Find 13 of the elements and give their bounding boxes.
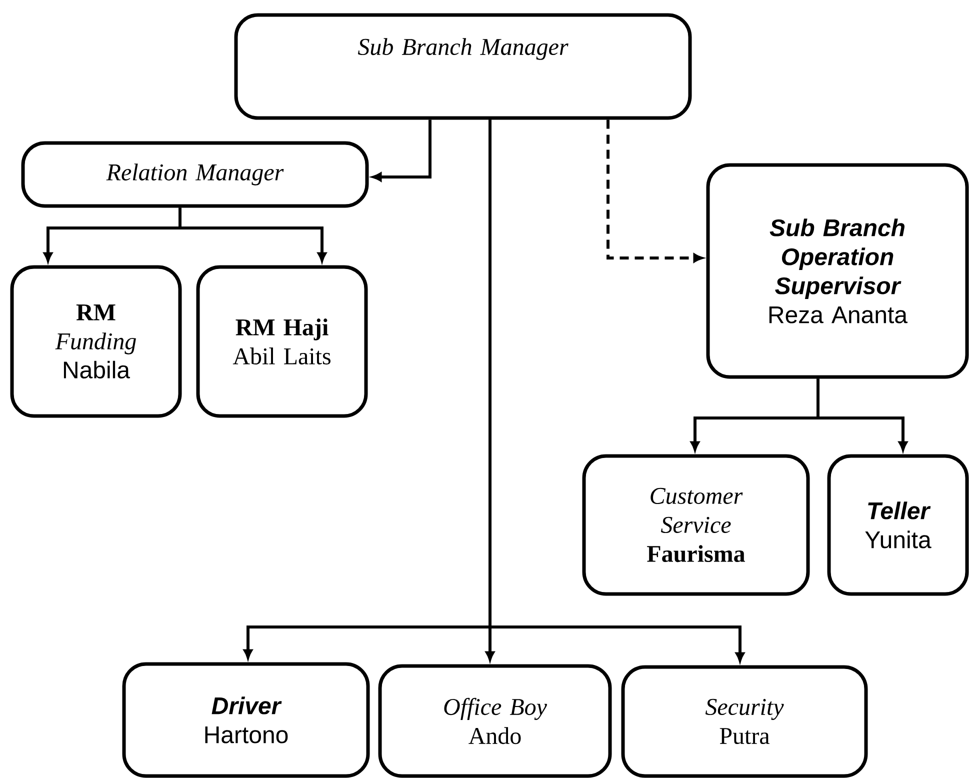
org-box: Security Putra — [621, 665, 868, 778]
arrow — [606, 120, 703, 262]
org-box: Customer Service Faurisma — [582, 454, 810, 596]
arrow — [178, 208, 326, 262]
arrow — [372, 120, 432, 182]
org-box: Sub Branch Operation Supervisor Reza Ananta — [706, 163, 969, 379]
org-box: Relation Manager — [21, 141, 369, 208]
org-box: RM Funding Nabila — [10, 265, 182, 418]
org-box: Driver Hartono — [122, 662, 370, 778]
org-box: RM Haji Abil Laits — [196, 265, 368, 418]
org-box: Sub Branch Manager — [234, 13, 692, 120]
org-box: Teller Yunita — [827, 454, 969, 596]
org-box: Office Boy Ando — [378, 664, 612, 778]
